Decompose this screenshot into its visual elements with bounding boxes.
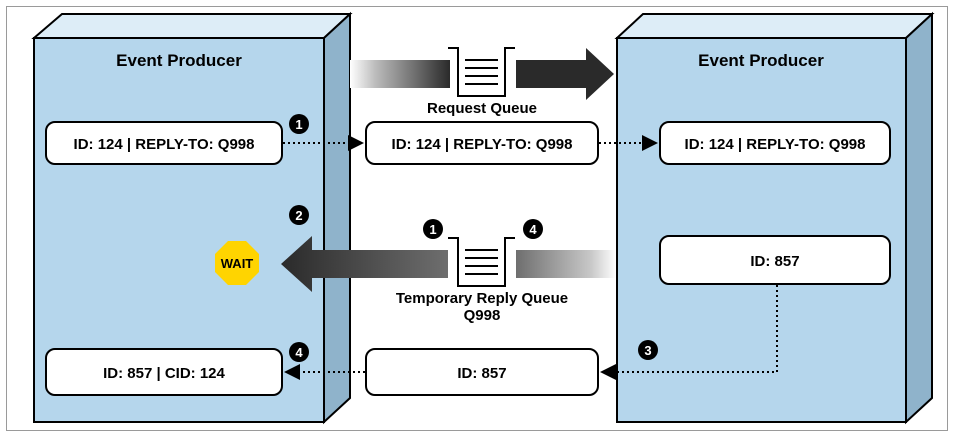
step-badge-send-request: 1 <box>289 114 309 134</box>
left-reply-message-box <box>45 348 283 396</box>
right-panel-top <box>614 13 935 39</box>
left-panel-side <box>323 11 351 425</box>
reply-queue: Temporary Reply Queue Q998 <box>281 236 616 324</box>
reply-dotted-path <box>600 285 778 380</box>
wait-sign: WAIT <box>215 241 259 285</box>
arrow-left-icon <box>281 236 448 292</box>
left-request-message: ID: 124 | REPLY-TO: Q998 <box>74 136 255 153</box>
svg-text:4: 4 <box>529 222 537 237</box>
queue-request-message-box <box>365 121 599 165</box>
svg-text:2: 2 <box>295 208 302 223</box>
left-panel-top <box>31 13 353 39</box>
svg-text:3: 3 <box>644 343 651 358</box>
right-reply-message-box <box>659 235 891 285</box>
right-event-producer-panel: Event Producer <box>614 11 935 425</box>
reply-queue-label-line2: Q998 <box>464 307 501 324</box>
arrow-right-icon <box>516 48 614 100</box>
request-queue: Request Queue <box>350 47 614 117</box>
reply-queue-label-line1: Temporary Reply Queue <box>396 290 568 307</box>
step-badge-reply-received: 4 <box>289 342 309 362</box>
svg-text:4: 4 <box>295 345 303 360</box>
request-queue-label: Request Queue <box>427 100 537 117</box>
svg-text:1: 1 <box>429 222 436 237</box>
queue-icon <box>448 47 515 97</box>
reply-arrow-tail <box>516 250 616 278</box>
left-reply-message: ID: 857 | CID: 124 <box>103 365 225 382</box>
octagon-stop-icon <box>215 241 259 285</box>
step-badge-queue-created: 1 <box>423 219 443 239</box>
queue-request-message: ID: 124 | REPLY-TO: Q998 <box>392 136 573 153</box>
right-request-message: ID: 124 | REPLY-TO: Q998 <box>685 136 866 153</box>
right-panel-title: Event Producer <box>698 51 824 70</box>
right-panel-front <box>616 37 907 423</box>
right-panel-side <box>905 11 933 425</box>
right-reply-message: ID: 857 <box>750 253 799 270</box>
queue-icon <box>448 237 515 287</box>
step-badge-reply-sent: 3 <box>638 340 658 360</box>
request-arrow-tail <box>350 60 450 88</box>
queue-reply-message: ID: 857 <box>457 365 506 382</box>
queue-reply-message-box <box>365 348 599 396</box>
step-badge-queue-deleted: 4 <box>523 219 543 239</box>
left-panel-title: Event Producer <box>116 51 242 70</box>
diagram-frame <box>6 6 948 431</box>
left-request-message-box <box>45 121 283 165</box>
right-request-message-box <box>659 121 891 165</box>
svg-text:1: 1 <box>295 117 302 132</box>
step-badge-wait: 2 <box>289 205 309 225</box>
wait-label: WAIT <box>221 256 254 271</box>
